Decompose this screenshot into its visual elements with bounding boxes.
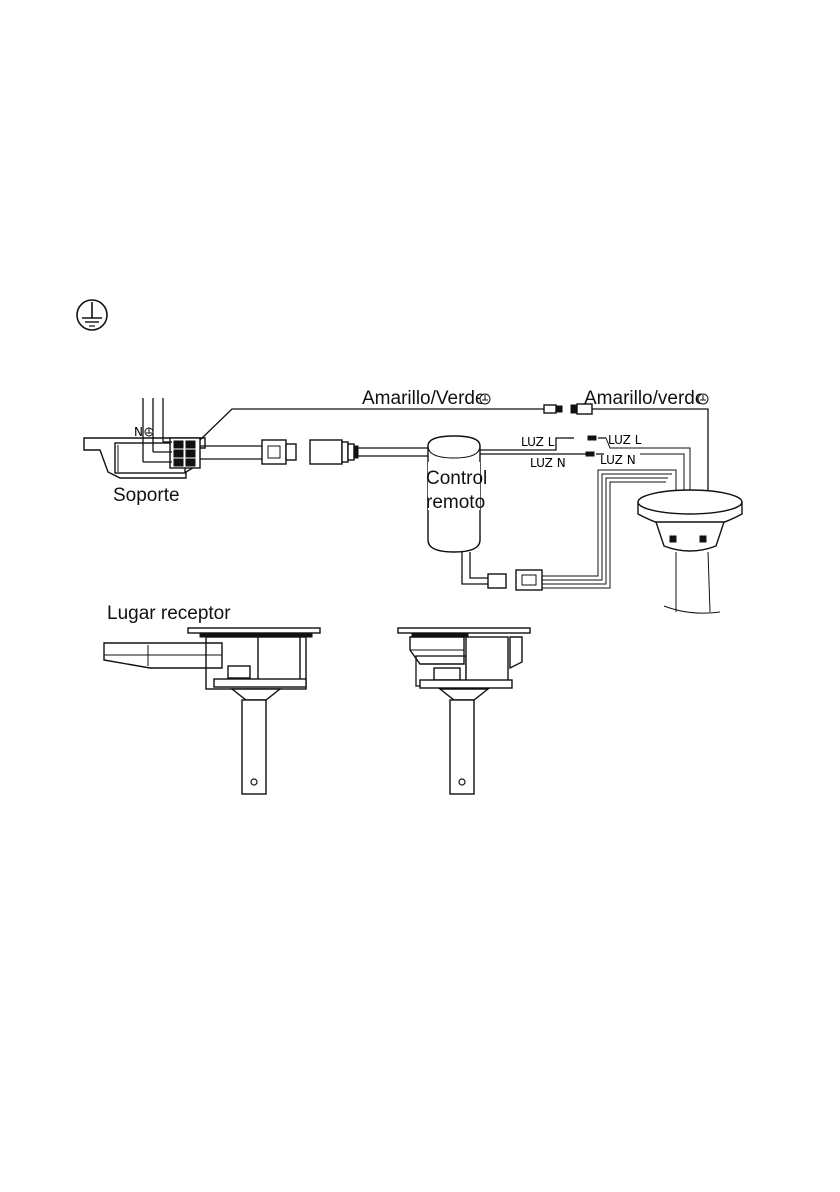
terminal-ground-icon [145, 428, 153, 436]
plug-female-connector [310, 440, 358, 464]
motor-plug-connector [488, 570, 542, 590]
mounting-detail-left [104, 628, 320, 794]
terminal-n-label: N [134, 425, 143, 439]
luz-n-right-label: LUZ N [600, 453, 636, 467]
soporte-bracket [84, 398, 205, 478]
remoto-label: remoto [426, 492, 485, 513]
amarillo-verde-left-label: Amarillo/Verde [362, 388, 486, 409]
control-label: Control [426, 468, 487, 489]
amarillo-verde-right-label: Amarillo/verde [584, 388, 705, 409]
luz-l-right-label: LUZ L [608, 433, 642, 447]
ground-icon-left [480, 394, 490, 404]
luz-n-left-label: LUZ N [530, 456, 566, 470]
luz-l-connector [588, 436, 596, 440]
fan-canopy [638, 490, 742, 613]
ground-connector-left [544, 405, 562, 413]
plug-male-connector [262, 440, 296, 464]
lugar-receptor-label: Lugar receptor [107, 603, 231, 624]
luz-l-left-label: LUZ L [521, 435, 555, 449]
luz-n-connector [586, 452, 594, 456]
ground-symbol-icon [77, 300, 107, 330]
mounting-detail-right [398, 628, 530, 794]
ground-icon-right [698, 394, 708, 404]
soporte-label: Soporte [113, 485, 180, 506]
